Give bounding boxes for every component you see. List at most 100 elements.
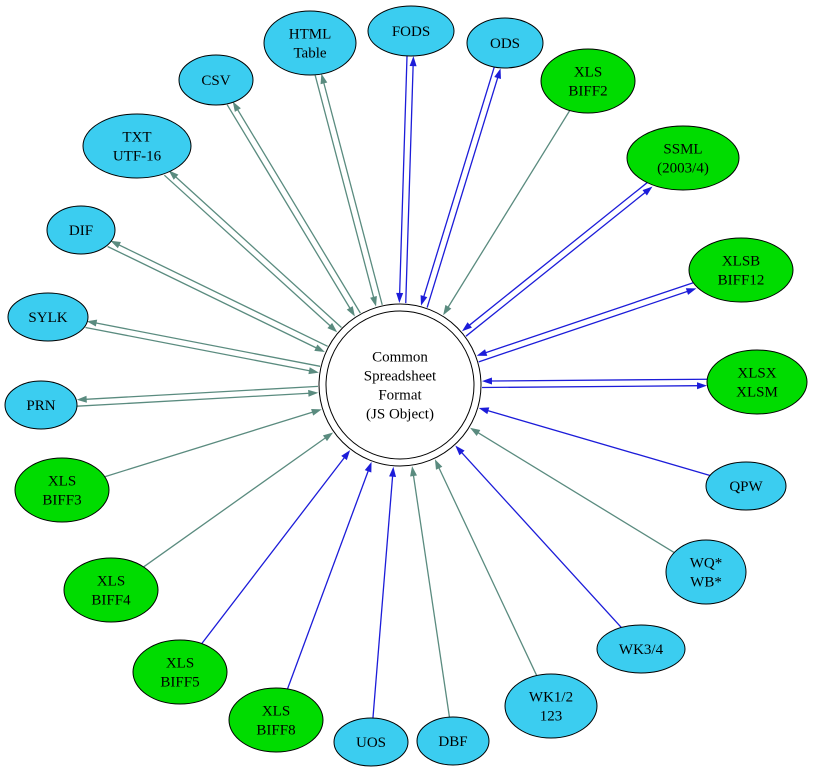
arrowhead	[455, 445, 465, 456]
node-ellipse-sylk	[7, 292, 89, 342]
node-ellipse-html-table	[263, 10, 357, 76]
edge-line	[314, 75, 375, 298]
node-ods: ODS	[466, 17, 544, 69]
arrowhead	[322, 432, 334, 442]
node-ellipse-prn	[4, 380, 78, 430]
node-ellipse-qpw	[705, 461, 787, 511]
node-ellipse-xls-biff3	[14, 457, 110, 523]
center-inner-circle	[325, 310, 475, 460]
edge-line	[104, 411, 314, 478]
edge-wk3-4	[455, 445, 622, 628]
edge-xls-biff5	[201, 450, 351, 645]
arrowhead	[314, 344, 325, 353]
center-label: Format	[378, 388, 422, 404]
edge-ssml	[461, 181, 653, 337]
node-label-xls-biff5: BIFF5	[160, 675, 199, 691]
node-wq-wb: WQ* WB*	[665, 539, 747, 605]
node-label-qpw: QPW	[729, 479, 763, 495]
arrowhead	[346, 306, 355, 317]
node-dbf: DBF	[416, 716, 490, 766]
arrowhead	[697, 382, 708, 390]
arrowhead	[232, 101, 241, 112]
node-fods: FODS	[367, 5, 455, 57]
edge-line	[405, 65, 414, 304]
edge-uos	[372, 466, 397, 719]
edge-line	[201, 456, 346, 645]
edge-line	[107, 245, 318, 349]
arrowhead	[341, 450, 351, 461]
node-label-xlsx-xlsm: XLSX	[737, 366, 776, 382]
node-label-ssml: (2003/4)	[657, 161, 709, 177]
node-label-xls-biff8: XLS	[262, 704, 290, 720]
node-label-xls-biff2: BIFF2	[568, 84, 607, 100]
edge-line	[118, 244, 328, 347]
arrowhead	[370, 295, 377, 307]
node-label-wq-wb: WB*	[690, 575, 722, 591]
node-ellipse-uos	[333, 717, 409, 767]
edge-line	[460, 451, 622, 628]
center-label: Common	[372, 350, 428, 366]
edge-html-table	[314, 73, 383, 307]
node-ellipse-xls-biff8	[228, 687, 324, 753]
arrowhead	[494, 68, 501, 80]
edge-line	[226, 104, 351, 310]
node-label-prn: PRN	[26, 398, 55, 414]
node-label-ods: ODS	[490, 36, 520, 52]
node-ellipse-ods	[466, 17, 544, 69]
edge-line	[398, 55, 408, 294]
node-dif: DIF	[46, 205, 116, 255]
arrowhead	[110, 240, 121, 249]
edge-fods	[396, 55, 417, 304]
nodes-layer: FODSODSXLSBIFF2SSML(2003/4)XLSBBIFF12XLS…	[4, 5, 808, 767]
edge-line	[490, 378, 707, 382]
node-label-html-table: HTML	[289, 27, 332, 43]
node-label-xls-biff3: BIFF3	[42, 493, 81, 509]
edge-line	[438, 467, 538, 676]
edge-line	[85, 385, 318, 400]
arrowhead	[76, 395, 87, 403]
arrowhead	[469, 427, 481, 436]
node-label-xlsb-biff12: BIFF12	[718, 273, 765, 289]
edge-line	[482, 385, 699, 389]
edge-line	[85, 326, 311, 372]
edge-xls-biff4	[143, 432, 334, 568]
node-label-wk3-4: WK3/4	[619, 642, 664, 658]
node-ellipse-xlsb-biff12	[688, 237, 794, 303]
node-label-txt-utf16: UTF-16	[113, 149, 162, 165]
node-label-ssml: SSML	[663, 142, 702, 158]
node-qpw: QPW	[705, 461, 787, 511]
arrowhead	[642, 186, 653, 196]
edge-csv	[226, 101, 361, 317]
node-ellipse-dif	[46, 205, 116, 255]
edge-dbf	[410, 466, 451, 718]
edge-wq-wb	[469, 427, 675, 554]
edge-line	[465, 191, 646, 337]
center-label: (JS Object)	[366, 407, 434, 423]
node-wk3-4: WK3/4	[596, 624, 686, 674]
arrowhead	[364, 461, 372, 473]
edge-line	[163, 174, 331, 327]
node-label-uos: UOS	[356, 735, 386, 751]
edge-sylk	[85, 319, 321, 375]
node-ellipse-xls-biff2	[540, 48, 636, 114]
node-sylk: SYLK	[7, 292, 89, 342]
node-uos: UOS	[333, 717, 409, 767]
edge-line	[423, 66, 496, 298]
node-label-wq-wb: WQ*	[690, 556, 723, 572]
arrowhead	[327, 322, 338, 333]
node-label-csv: CSV	[201, 73, 230, 89]
node-label-wk1-2-123: 123	[540, 709, 563, 725]
node-label-txt-utf16: TXT	[122, 130, 151, 146]
edge-line	[412, 474, 451, 718]
edge-line	[323, 82, 383, 306]
edge-qpw	[478, 407, 711, 477]
edge-xls-biff8	[286, 461, 372, 690]
arrowhead	[308, 389, 319, 397]
node-ellipse-xls-biff5	[132, 639, 228, 705]
arrowhead	[434, 459, 443, 470]
